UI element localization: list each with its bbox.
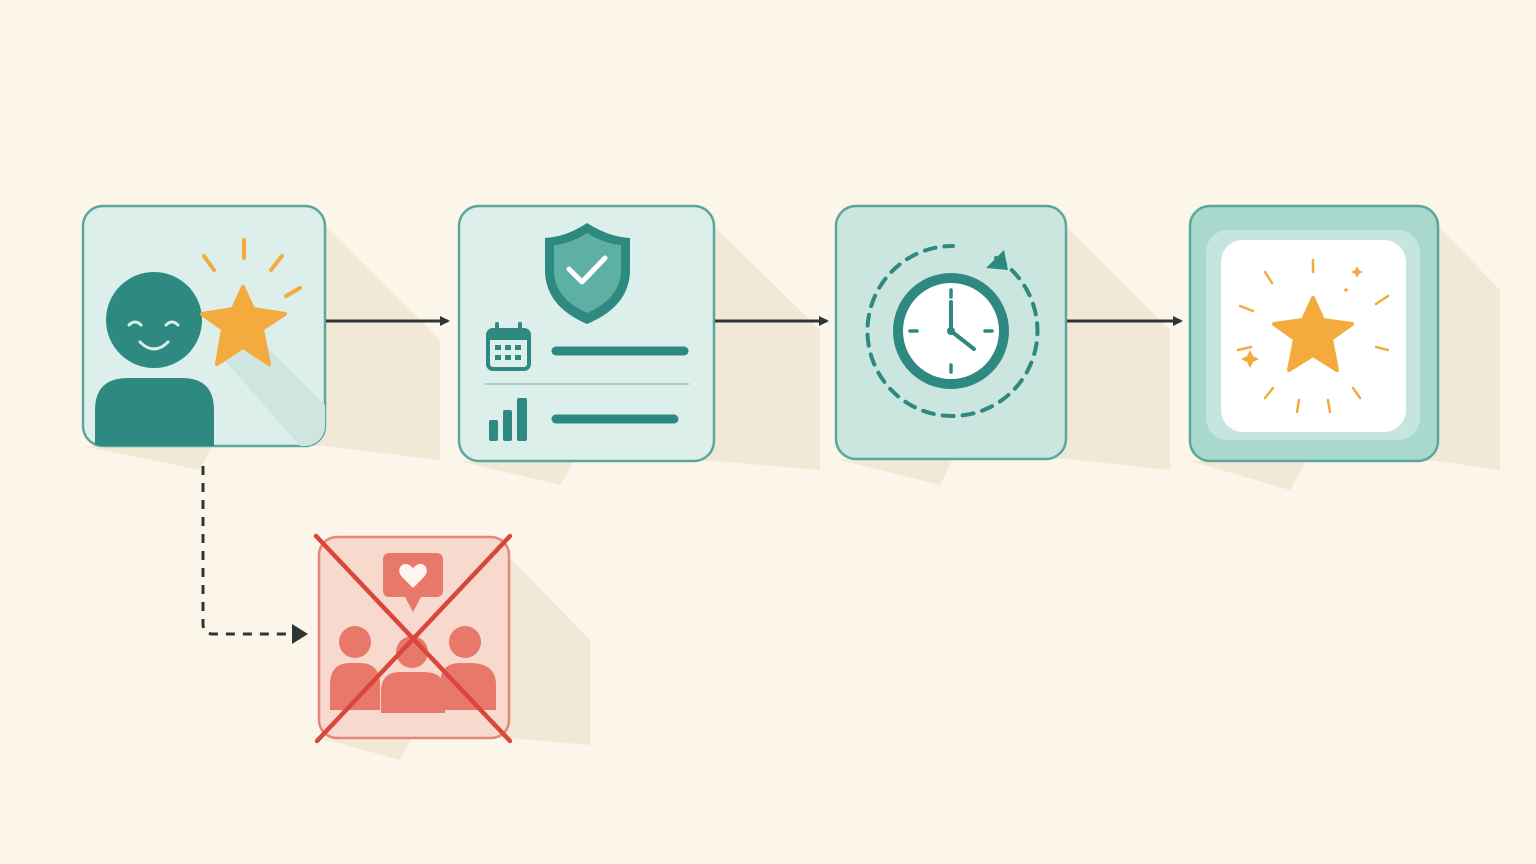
card-happy-customer (81, 204, 327, 448)
star-icon (1272, 296, 1354, 372)
star-rays-icon (1236, 258, 1390, 414)
sparkle-icon-tiny (1343, 287, 1349, 293)
dashed-connector-arrowhead (292, 624, 308, 644)
heart-speech-bubble-icon (383, 553, 443, 612)
dashed-connector (201, 466, 300, 636)
clock-icon (893, 273, 1009, 389)
sparkle-icon (1241, 350, 1259, 368)
dashed-cycle-arrow-icon (865, 243, 1040, 418)
person-body (95, 378, 214, 446)
card-time-cycle (834, 204, 1068, 461)
red-cross-icon (313, 533, 513, 744)
bar-chart-icon (489, 398, 527, 441)
group-people-icon (330, 626, 496, 713)
card-no-social-sharing (313, 533, 513, 744)
sparkle-rays-icon (202, 238, 302, 298)
calendar-icon (486, 322, 531, 371)
shield-check-icon (545, 223, 630, 324)
smiling-person-icon (106, 272, 202, 368)
sparkle-icon-small (1351, 266, 1363, 278)
star-icon (200, 285, 287, 366)
card-protected-record (457, 204, 716, 463)
card-featured-star (1188, 204, 1440, 463)
